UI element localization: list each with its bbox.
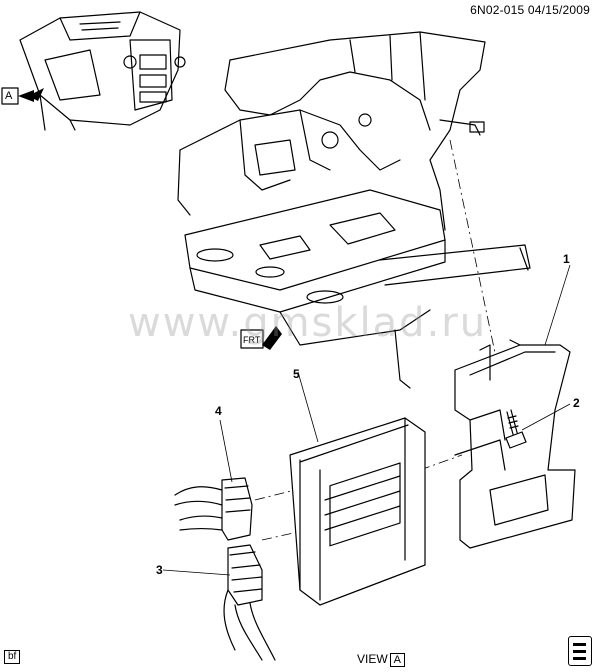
part-2-bolt (505, 409, 527, 449)
instrument-panel-frame: FRT (177, 31, 531, 389)
document-icon (568, 636, 592, 666)
part-5-control-module (289, 417, 426, 606)
view-a-arrow-icon (1, 87, 44, 105)
callout-3: 3 (156, 563, 163, 577)
assembly-line-b (254, 489, 296, 501)
inset-arrow-letter: A (5, 90, 13, 102)
svg-text:FRT: FRT (243, 335, 261, 345)
part-3-connector (223, 544, 276, 661)
diagram-reference: 6N02-015 04/15/2009 (470, 3, 590, 17)
callout-1: 1 (563, 252, 570, 266)
watermark: www.gmsklad.ru (128, 300, 488, 346)
callout-4: 4 (215, 404, 222, 418)
view-label-prefix: VIEW (357, 652, 388, 666)
callout-leaders (162, 264, 571, 576)
callout-2: 2 (573, 396, 580, 410)
footer-tag: bf (4, 650, 21, 664)
front-direction-marker: FRT (240, 326, 282, 350)
callout-5: 5 (293, 367, 300, 381)
dashboard-inset (19, 11, 186, 131)
assembly-line-c (261, 531, 299, 541)
view-label-letter: A (389, 653, 406, 667)
assembly-line-d (419, 454, 463, 471)
part-4-connector (174, 477, 253, 541)
